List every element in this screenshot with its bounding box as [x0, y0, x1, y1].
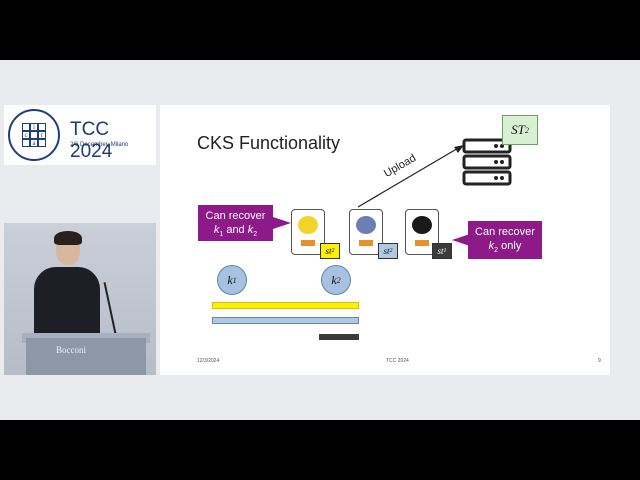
callout-can-recover-both: Can recover k1 and k2	[198, 205, 273, 241]
footer-center: TCC 2024	[386, 358, 409, 364]
tag-label: st	[437, 246, 444, 256]
callout-right-pointer	[452, 234, 470, 246]
footer-page-number: 9	[598, 358, 601, 364]
dark-bar	[319, 334, 359, 340]
tag-subscript: 2	[389, 248, 393, 254]
key-subscript: 2	[336, 275, 341, 285]
callout-right-line1: Can recover	[475, 226, 535, 238]
callout-left-line2: k1 and k2	[213, 224, 258, 239]
callout-left-pointer	[273, 217, 291, 229]
tag-subscript: 1	[443, 248, 447, 254]
podium	[26, 338, 146, 375]
podium-label: Bocconi	[56, 345, 86, 355]
daffy-feet	[415, 240, 429, 246]
upload-arrow-icon	[357, 145, 464, 208]
callout-can-recover-k2: Can recover k2 only	[468, 221, 542, 259]
roadrunner-icon	[356, 216, 376, 234]
tweety-character	[291, 209, 325, 255]
footer-date: 12/3/2024	[197, 358, 220, 364]
conference-subtitle: 2/6 December, Milano	[70, 142, 129, 148]
daffy-character	[405, 209, 439, 255]
roadrunner-feet	[359, 240, 373, 246]
tag-label: st	[383, 246, 390, 256]
server-state-label: ST	[511, 122, 525, 137]
slide-title: CKS Functionality	[197, 133, 341, 153]
server-state-subscript: 2	[524, 125, 529, 135]
roadrunner-character	[349, 209, 383, 255]
callout-left-line1: Can recover	[205, 210, 266, 222]
tweety-icon	[298, 216, 318, 234]
yellow-bar	[212, 302, 359, 309]
tweety-feet	[301, 240, 315, 246]
key-subscript: 1	[232, 275, 237, 285]
tag-label: st	[325, 246, 332, 256]
server-icon	[462, 138, 512, 186]
conference-title: TCC 2024	[70, 119, 113, 162]
key-label: k	[331, 272, 337, 287]
daffy-icon	[412, 216, 432, 234]
tag-subscript: 2	[331, 248, 335, 254]
key-label: k	[227, 272, 233, 287]
speaker-video: Bocconi	[4, 223, 156, 375]
callout-right-line2: k2 only	[488, 240, 522, 255]
blue-bar	[212, 317, 359, 324]
speaker-hair	[54, 231, 82, 245]
